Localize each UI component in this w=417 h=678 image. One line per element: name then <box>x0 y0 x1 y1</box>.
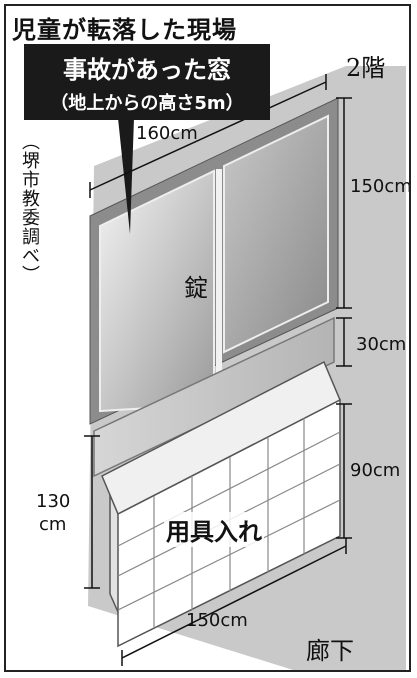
dimension-box-height <box>336 403 352 539</box>
callout-title: 事故があった窓 <box>63 56 231 84</box>
box-height-label: 90cm <box>350 460 401 481</box>
dimension-gap <box>336 317 352 367</box>
gap-height-label: 30cm <box>356 334 407 355</box>
window-callout: 事故があった窓 （地上からの高さ5m） <box>24 44 270 120</box>
total-height-unit: cm <box>39 514 67 535</box>
window-right-pane <box>223 114 329 354</box>
callout-pointer <box>118 118 134 234</box>
corridor-label: 廊下 <box>306 637 354 665</box>
dimension-window-width <box>89 74 327 198</box>
source-note: （堺市教委調べ） <box>19 132 40 284</box>
floor-label: 2階 <box>346 54 386 82</box>
window-height-label: 150cm <box>350 176 411 197</box>
box-width-label: 150cm <box>186 610 248 631</box>
lock-label: 錠 <box>184 274 208 302</box>
lower-window-band <box>93 316 335 478</box>
storage-box-label: 用具入れ <box>164 512 264 547</box>
dimension-window-height <box>336 97 352 309</box>
dimension-box-width <box>121 538 347 666</box>
diagram-title: 児童が転落した現場 <box>12 16 237 44</box>
window-width-label: 160cm <box>136 123 198 144</box>
total-height-number: 130 <box>36 491 71 512</box>
dimension-total-height <box>84 435 100 589</box>
callout-subtitle: （地上からの高さ5m） <box>50 93 244 114</box>
diagram-frame: 児童が転落した現場 事故があった窓 （地上からの高さ5m） 2階 （堺市教委調べ… <box>4 4 411 672</box>
